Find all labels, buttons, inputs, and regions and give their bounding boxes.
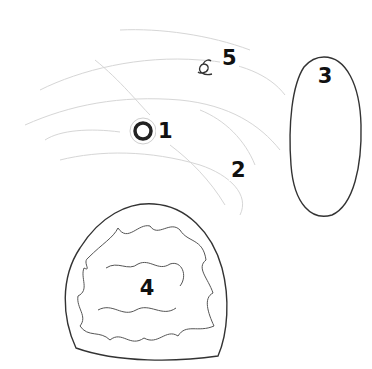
sketch-line: [95, 60, 150, 115]
callout-number: 5: [220, 48, 239, 69]
outline-path: [65, 204, 227, 360]
folded-structure: 4: [58, 198, 230, 364]
sketch-line: [45, 130, 120, 140]
oval-structure: 3: [288, 55, 362, 217]
ring-halo: [130, 118, 156, 144]
sketch-line: [60, 153, 243, 215]
callout-number: 4: [138, 278, 157, 299]
sketch-line: [40, 59, 285, 95]
sketch-strokes: [25, 30, 285, 215]
sketch-line: [170, 145, 225, 205]
ring-structure: [135, 123, 151, 139]
squiggle-structure: [198, 60, 212, 75]
sketch-line: [200, 110, 255, 165]
fold-pattern: [78, 226, 214, 341]
callout-number: 1: [156, 121, 175, 142]
callout-number: 3: [316, 66, 335, 87]
callout-number: 2: [229, 160, 248, 181]
outline-path: [290, 57, 361, 216]
